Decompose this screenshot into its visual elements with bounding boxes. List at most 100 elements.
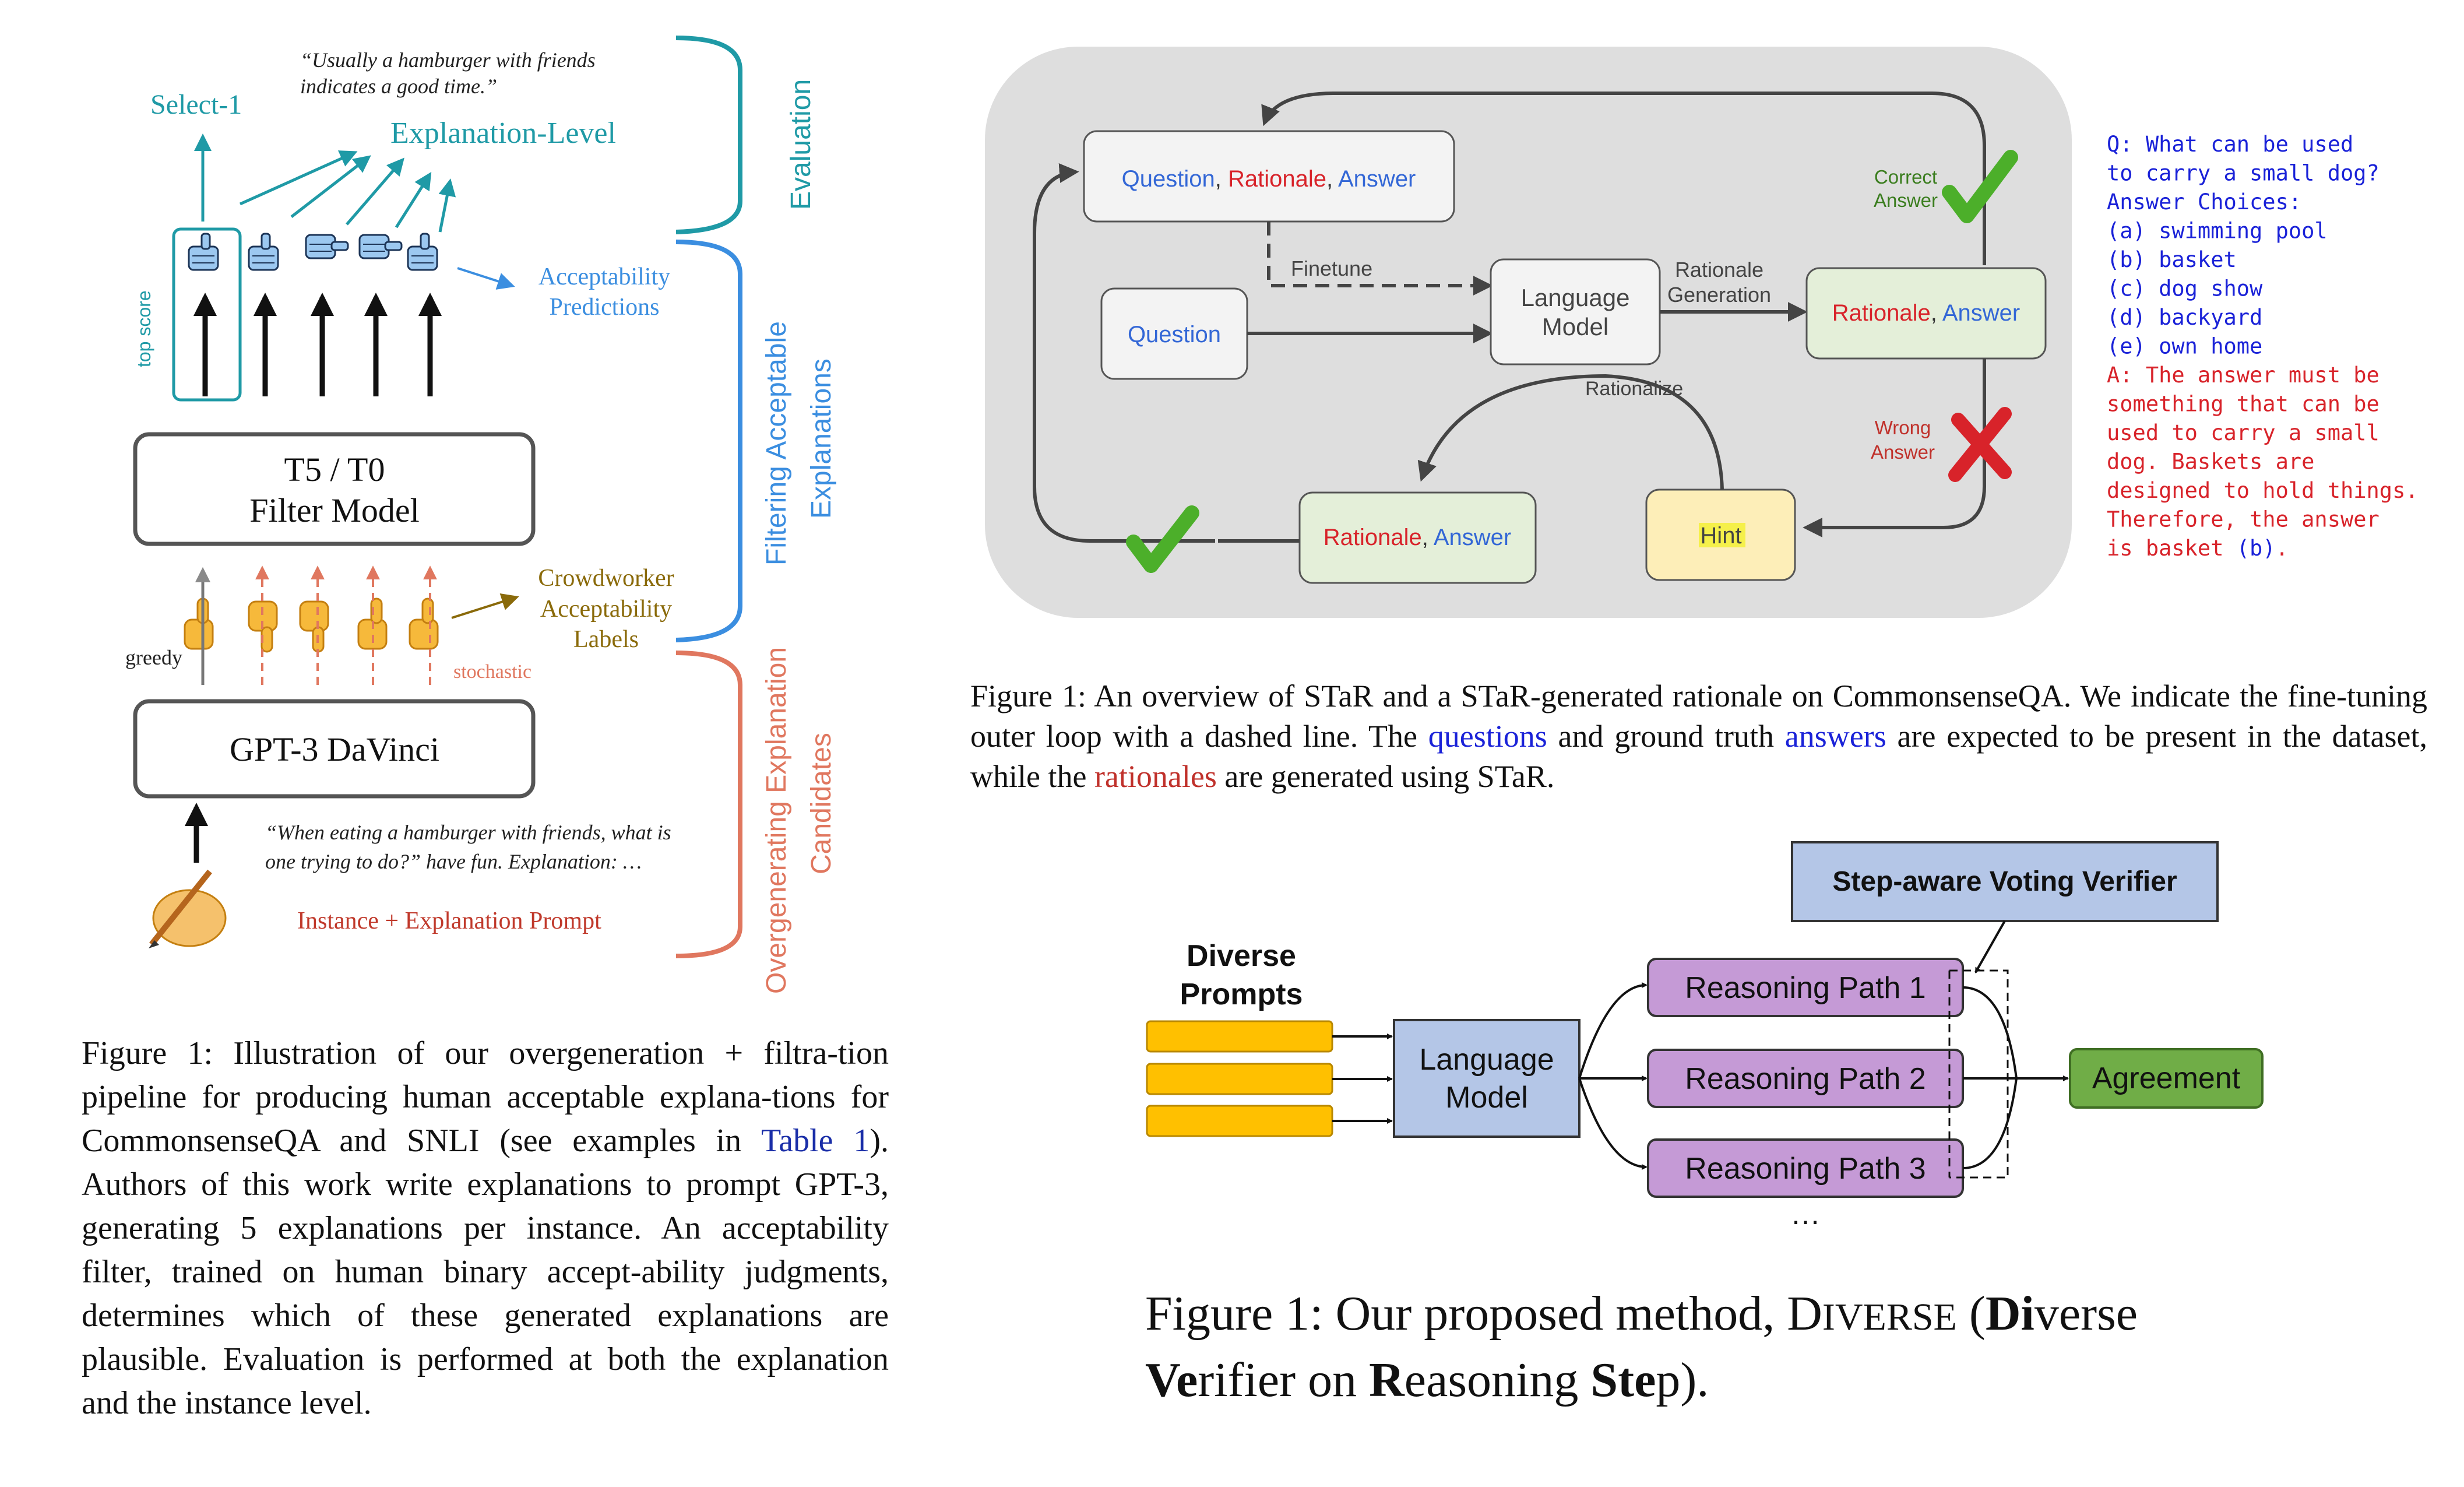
- lm-line1: Language: [1521, 284, 1630, 311]
- diverse-line2: Prompts: [1180, 978, 1303, 1011]
- wrong-cross-icon: [1948, 407, 2012, 482]
- qa-line: something that can be: [2107, 392, 2379, 417]
- qa-line: used to carry a small: [2107, 420, 2379, 445]
- robot-thumb-icons: [188, 233, 438, 271]
- ellipsis-label: …: [1790, 1197, 1821, 1231]
- filtering-line2: Explanations: [806, 358, 837, 519]
- stochastic-arrows: [255, 565, 437, 685]
- figure-1-overgeneration: “Usually a hamburger with friends indica…: [125, 36, 837, 994]
- caption-2-b: and ground truth: [1547, 719, 1785, 754]
- caption-3-ste: Ste: [1590, 1353, 1656, 1407]
- prompt-bar: [1146, 1105, 1333, 1137]
- path1-to-agreement: [1962, 986, 2057, 1080]
- rationalized-rationale-answer-box: [1298, 491, 1537, 584]
- caption-2-a: Figure 1: An overview of STaR and a STaR…: [970, 679, 2427, 754]
- qa-line: (e) own home: [2107, 334, 2262, 359]
- expl-arrow-3: [346, 157, 404, 226]
- qra-text: Question, Rationale, Answer: [1122, 166, 1416, 192]
- caption-3-r: R: [1369, 1353, 1405, 1407]
- path2-label: Reasoning Path 2: [1685, 1062, 1926, 1096]
- hint-label: Hint: [1700, 523, 1741, 549]
- lm-to-path3-arrow: [1578, 1078, 1648, 1170]
- prompt-quote-line1: “When eating a hamburger with friends, w…: [265, 821, 671, 844]
- qa-line: (d) backyard: [2107, 305, 2262, 330]
- evaluation-bracket: [675, 36, 742, 234]
- quote-top-line2: indicates a good time.”: [300, 75, 497, 98]
- gpt3-label: GPT-3 DaVinci: [230, 730, 439, 768]
- greedy-label: greedy: [125, 646, 182, 669]
- rr-answer: Answer: [1434, 525, 1511, 550]
- qa-line: A: The answer must be: [2107, 363, 2379, 388]
- thumbs-down-icon: [248, 600, 278, 653]
- language-model-box: [1393, 1019, 1581, 1138]
- verifier-arrow: [1974, 920, 2006, 973]
- verifier-box: [1791, 841, 2219, 922]
- rationale-gen-line1: Rationale: [1675, 258, 1763, 282]
- rationalize-arrow: [1417, 374, 1724, 490]
- prompt-bars: [1146, 1020, 1333, 1137]
- generated-ra-text: Rationale, Answer: [1832, 300, 2020, 326]
- thumbs-up-icon: [184, 597, 214, 650]
- path3-to-agreement: [1962, 1078, 2018, 1169]
- figure-2-caption: Figure 1: An overview of STaR and a STaR…: [970, 676, 2427, 797]
- qra-question: Question: [1122, 166, 1215, 192]
- table-1-link[interactable]: Table 1: [761, 1123, 870, 1159]
- caption-3-rifier: rifier on: [1198, 1353, 1370, 1407]
- prompt-bar: [1146, 1020, 1333, 1053]
- qa-line: to carry a small dog?: [2107, 161, 2379, 186]
- lm-line2: Model: [1445, 1081, 1528, 1115]
- figure-3-diverse: Step-aware Voting Verifier Diverse Promp…: [1146, 841, 2264, 1231]
- thumbs-down-icon: [299, 600, 329, 653]
- ra-rationale: Rationale: [1832, 300, 1931, 326]
- top-score-label: top score: [133, 290, 154, 367]
- qa-line: dog. Baskets are: [2107, 449, 2314, 474]
- qa-line: (a) swimming pool: [2107, 219, 2328, 244]
- qa-line: (c) dog show: [2107, 276, 2263, 301]
- finetune-arrow: [1267, 222, 1493, 296]
- finetune-label: Finetune: [1291, 256, 1372, 280]
- lm-to-path1-arrow: [1578, 982, 1648, 1079]
- stochastic-label: stochastic: [453, 661, 531, 683]
- caption-3-p: p: [1656, 1353, 1681, 1407]
- robot-thumb-icon: [358, 234, 403, 259]
- generated-rationale-answer-box: [1805, 267, 2047, 360]
- wrong-answer-arrow: [1803, 358, 1986, 537]
- caption-3-paren: (: [1956, 1286, 1986, 1341]
- correct-check-icon: [1942, 150, 2018, 223]
- overgenerating-bracket: [675, 651, 742, 958]
- path1-label: Reasoning Path 1: [1685, 971, 1926, 1005]
- select-1-label: Select-1: [150, 89, 242, 120]
- caption-3-end: ).: [1680, 1353, 1709, 1407]
- hint-highlight: [1699, 523, 1745, 547]
- qra-comma: ,: [1326, 166, 1338, 192]
- robot-thumb-icon: [248, 233, 279, 271]
- qa-line: is basket (b).: [2107, 536, 2289, 561]
- thumbs-up-icon: [409, 597, 439, 650]
- outer-loop-top: [1261, 92, 1986, 265]
- filter-model-line1: T5 / T0: [284, 451, 385, 488]
- caption-1-b: ). Authors of this work write explanatio…: [82, 1123, 889, 1421]
- caption-3-iverse: IVERSE: [1822, 1296, 1957, 1338]
- rr-rationale: Rationale: [1323, 525, 1422, 550]
- caption-3-verse: verse: [2034, 1286, 2138, 1341]
- overgen-line2: Candidates: [806, 733, 837, 874]
- caption-3-di: Di: [1985, 1286, 2034, 1341]
- figure-2-star: Question, Rationale, Answer Finetune Que…: [985, 47, 2419, 618]
- score-arrows: [193, 293, 442, 396]
- lm-line2: Model: [1542, 313, 1608, 340]
- rationalized-ra-text: Rationale, Answer: [1323, 525, 1511, 550]
- qra-rationale: Rationale: [1228, 166, 1326, 192]
- qa-line: (b) basket: [2107, 247, 2237, 272]
- outer-loop-left: [1033, 163, 1215, 543]
- robot-thumb-icon: [188, 233, 219, 271]
- filtering-line1: Filtering Acceptable: [761, 321, 792, 565]
- correct-line2: Answer: [1874, 189, 1938, 211]
- caption-2-rationales: rationales: [1094, 759, 1217, 794]
- figure-3-caption: Figure 1: Our proposed method, DIVERSE (…: [1145, 1282, 2398, 1412]
- expl-arrow-5: [438, 178, 456, 233]
- path3-label: Reasoning Path 3: [1685, 1152, 1926, 1186]
- agreement-box: [2069, 1048, 2264, 1109]
- qra-comma: ,: [1215, 166, 1228, 192]
